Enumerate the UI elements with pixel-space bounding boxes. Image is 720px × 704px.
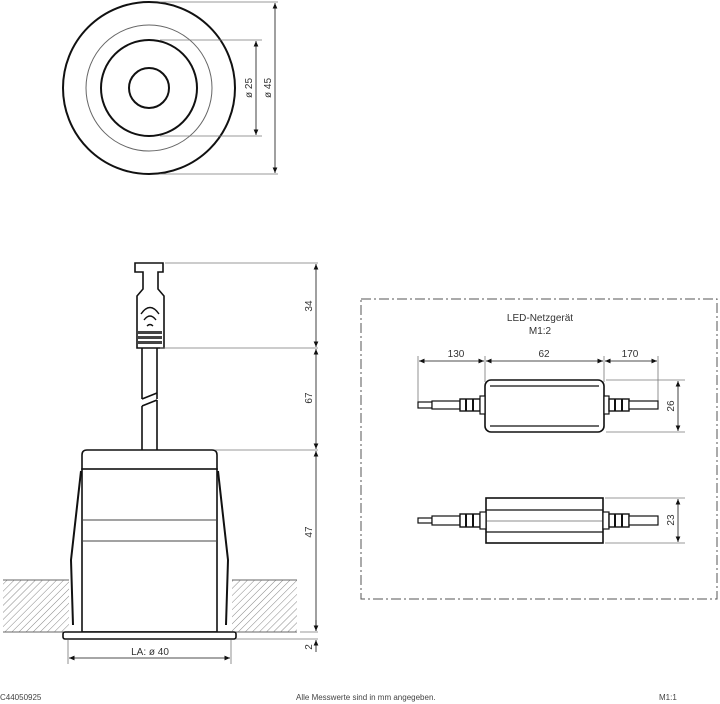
detail-frame bbox=[360, 298, 718, 600]
dim-label-flange: 2 bbox=[304, 644, 315, 650]
psu-body-top bbox=[484, 379, 605, 433]
dim-label-inner: ø 25 bbox=[244, 78, 255, 98]
psu-body-front bbox=[485, 497, 604, 544]
outer-ring bbox=[62, 1, 236, 175]
drawing-scale: M1:1 bbox=[659, 693, 677, 702]
measurement-note: Alle Messwerte sind in mm angegeben. bbox=[296, 693, 436, 702]
dim-label-cutout: LA: ø 40 bbox=[131, 647, 169, 658]
dim-label-26: 26 bbox=[666, 400, 677, 412]
side-view: 34 67 47 2 LA: ø 40 bbox=[3, 262, 319, 664]
ceiling-hatch-left bbox=[3, 580, 69, 632]
spring-clip-left bbox=[69, 470, 82, 626]
spring-clip-right bbox=[217, 470, 230, 626]
dim-label-cable: 67 bbox=[304, 392, 315, 404]
power-supply-detail: LED-Netzgerät M1:2 130 62 170 26 bbox=[360, 298, 718, 600]
inner-ring bbox=[100, 39, 198, 137]
dim-label-plug: 34 bbox=[304, 300, 315, 312]
housing-cap bbox=[81, 449, 218, 470]
detail-title: LED-Netzgerät bbox=[507, 313, 573, 324]
detail-scale: M1:2 bbox=[529, 326, 552, 337]
plug-connector bbox=[134, 262, 165, 349]
dim-label-23: 23 bbox=[666, 514, 677, 526]
dim-label-62: 62 bbox=[538, 349, 550, 360]
middle-ring-thin bbox=[85, 24, 213, 152]
flange bbox=[62, 631, 237, 640]
dim-label-body: 47 bbox=[304, 526, 315, 538]
dim-label-170: 170 bbox=[622, 349, 639, 360]
dim-label-130: 130 bbox=[448, 349, 465, 360]
top-view: ø 25 ø 45 bbox=[62, 1, 278, 175]
ceiling-hatch-right bbox=[232, 580, 297, 632]
lens bbox=[128, 67, 170, 109]
article-number: C44050925 bbox=[0, 693, 42, 702]
dim-label-outer: ø 45 bbox=[263, 78, 274, 98]
housing-body bbox=[81, 468, 218, 633]
